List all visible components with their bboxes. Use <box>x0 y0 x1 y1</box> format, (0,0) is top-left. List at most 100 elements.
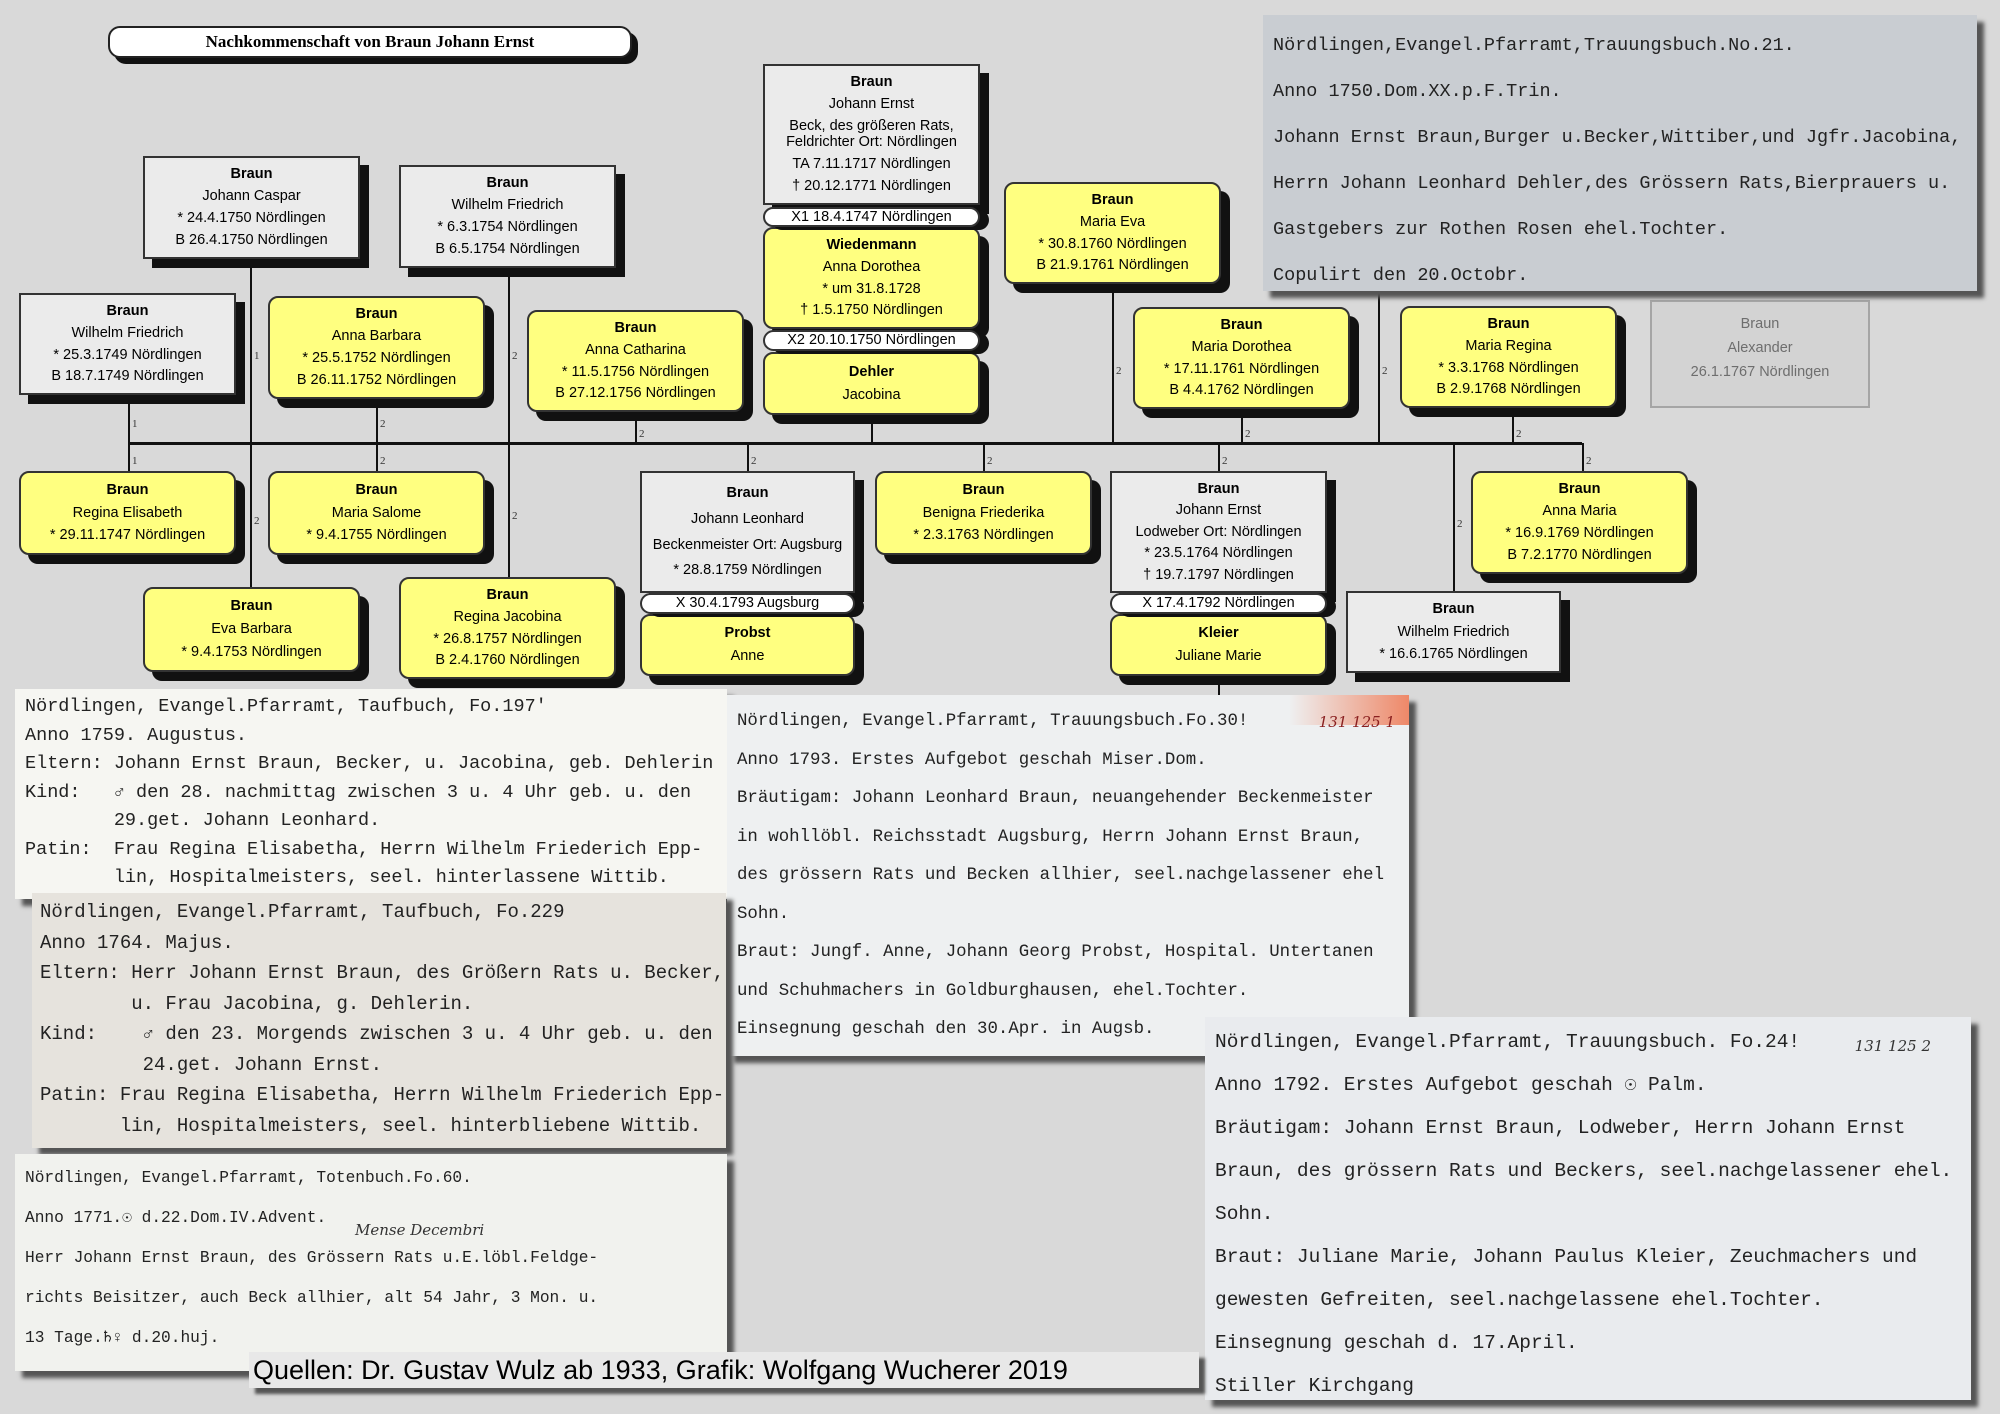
document-line: u. Frau Jacobina, g. Dehlerin. <box>40 992 474 1015</box>
document-line: Herrn Johann Leonhard Dehler,des Grösser… <box>1273 173 1951 194</box>
person-detail: * 26.8.1757 Nördlingen <box>433 630 582 647</box>
person-detail: Johann Caspar <box>202 188 301 205</box>
document-line: Anno 1771.☉ d.22.Dom.IV.Advent. <box>25 1209 327 1227</box>
person-detail: Juliane Marie <box>1175 648 1262 665</box>
person-detail: * 6.3.1754 Nördlingen <box>437 219 578 236</box>
person-detail: † 20.12.1771 Nördlingen <box>792 178 951 195</box>
generation-marker: 2 <box>254 515 260 527</box>
surname: Braun <box>726 485 769 502</box>
person-detail: Johann Ernst <box>1175 502 1262 519</box>
document-line: und Schuhmachers in Goldburghausen, ehel… <box>737 981 1249 1001</box>
handwritten-note: 131 125 1 <box>1318 713 1395 731</box>
person-detail: Maria Regina <box>1465 337 1552 354</box>
surname: Braun <box>106 481 149 498</box>
person-detail: Beck, des größeren Rats, Feldrichter Ort… <box>786 117 957 151</box>
person-detail: * 16.9.1769 Nördlingen <box>1505 525 1654 542</box>
generation-marker: 2 <box>1116 365 1122 377</box>
connector-line <box>128 442 1582 445</box>
generation-marker: 2 <box>512 350 518 362</box>
document-line: Braut: Juliane Marie, Johann Paulus Klei… <box>1215 1246 1918 1268</box>
ghost-person-box: Braun Alexander 26.1.1767 Nördlingen <box>1650 300 1870 408</box>
person-detail: Lodweber Ort: Nördlingen <box>1135 523 1302 540</box>
person-detail: * 9.4.1753 Nördlingen <box>181 644 322 661</box>
person-detail: * 2.3.1763 Nördlingen <box>913 527 1054 544</box>
connector-line <box>1582 443 1584 471</box>
surname: Braun <box>850 74 893 91</box>
document-tauf-1759: Nördlingen, Evangel.Pfarramt, Taufbuch, … <box>15 689 727 899</box>
connector-line <box>1453 443 1455 591</box>
person-detail: † 1.5.1750 Nördlingen <box>800 302 943 319</box>
document-trauung-1793: Nördlingen, Evangel.Pfarramt, Trauungsbu… <box>727 695 1409 1056</box>
document-line: Anno 1750.Dom.XX.p.F.Trin. <box>1273 81 1562 102</box>
connector-line <box>983 443 985 471</box>
handwritten-note: Mense Decembri <box>355 1221 485 1239</box>
document-line: Bräutigam: Johann Ernst Braun, Lodweber,… <box>1215 1117 1906 1139</box>
person-detail: * 30.8.1760 Nördlingen <box>1038 235 1187 252</box>
document-line: lin, Hospitalmeisters, seel. hinterlasse… <box>25 867 669 888</box>
connector-line <box>1378 291 1380 443</box>
document-line: Eltern: Johann Ernst Braun, Becker, u. J… <box>25 753 714 774</box>
generation-marker: 2 <box>1382 365 1388 377</box>
surname: Braun <box>230 166 273 183</box>
person-detail: B 27.12.1756 Nördlingen <box>555 385 716 402</box>
person-detail: B 26.4.1750 Nördlingen <box>175 232 328 249</box>
person-detail: * 24.4.1750 Nördlingen <box>177 210 326 227</box>
person-detail: † 19.7.1797 Nördlingen <box>1143 566 1294 583</box>
ghost-given: Alexander <box>1727 340 1793 356</box>
surname: Kleier <box>1198 625 1239 642</box>
surname: Braun <box>486 175 529 192</box>
generation-marker: 2 <box>380 418 386 430</box>
document-line: Anno 1792. Erstes Aufgebot geschah ☉ Pal… <box>1215 1074 1707 1096</box>
person-detail: Wilhelm Friedrich <box>451 197 564 214</box>
person-detail: B 2.4.1760 Nördlingen <box>435 652 580 669</box>
document-line: richts Beisitzer, auch Beck allhier, alt… <box>25 1289 599 1307</box>
document-line: Nördlingen, Evangel.Pfarramt, Trauungsbu… <box>1215 1031 1801 1053</box>
document-line: Patin: Frau Regina Elisabetha, Herrn Wil… <box>25 838 703 860</box>
document-line: Sohn. <box>1215 1203 1274 1225</box>
document-line: 29.get. Johann Leonhard. <box>25 810 381 831</box>
marriage-x1: X1 18.4.1747 Nördlingen <box>763 207 980 227</box>
paper-stain <box>1289 695 1409 725</box>
person-detail: Wilhelm Friedrich <box>71 324 184 341</box>
person-detail: Benigna Friederika <box>922 504 1045 521</box>
generation-marker: 2 <box>380 455 386 467</box>
document-line: Kind: ♂ den 23. Morgends zwischen 3 u. 4… <box>40 1023 713 1045</box>
connector-line <box>250 259 252 587</box>
surname: Wiedenmann <box>826 237 917 254</box>
generation-marker: 2 <box>1516 428 1522 440</box>
person-detail: * 29.11.1747 Nördlingen <box>49 527 206 544</box>
surname: Braun <box>1487 316 1530 333</box>
connector-line <box>1218 443 1220 471</box>
ghost-birth: 26.1.1767 Nördlingen <box>1690 364 1830 380</box>
surname: Braun <box>106 303 149 320</box>
document-line: des grössern Rats und Becken allhier, se… <box>737 866 1385 885</box>
surname: Braun <box>355 306 398 323</box>
handwritten-note: 131 125 2 <box>1854 1037 1931 1055</box>
surname: Braun <box>962 481 1005 498</box>
person-detail: Jacobina <box>842 386 901 403</box>
generation-marker: 2 <box>751 455 757 467</box>
person-detail: Johann Ernst <box>828 95 915 112</box>
